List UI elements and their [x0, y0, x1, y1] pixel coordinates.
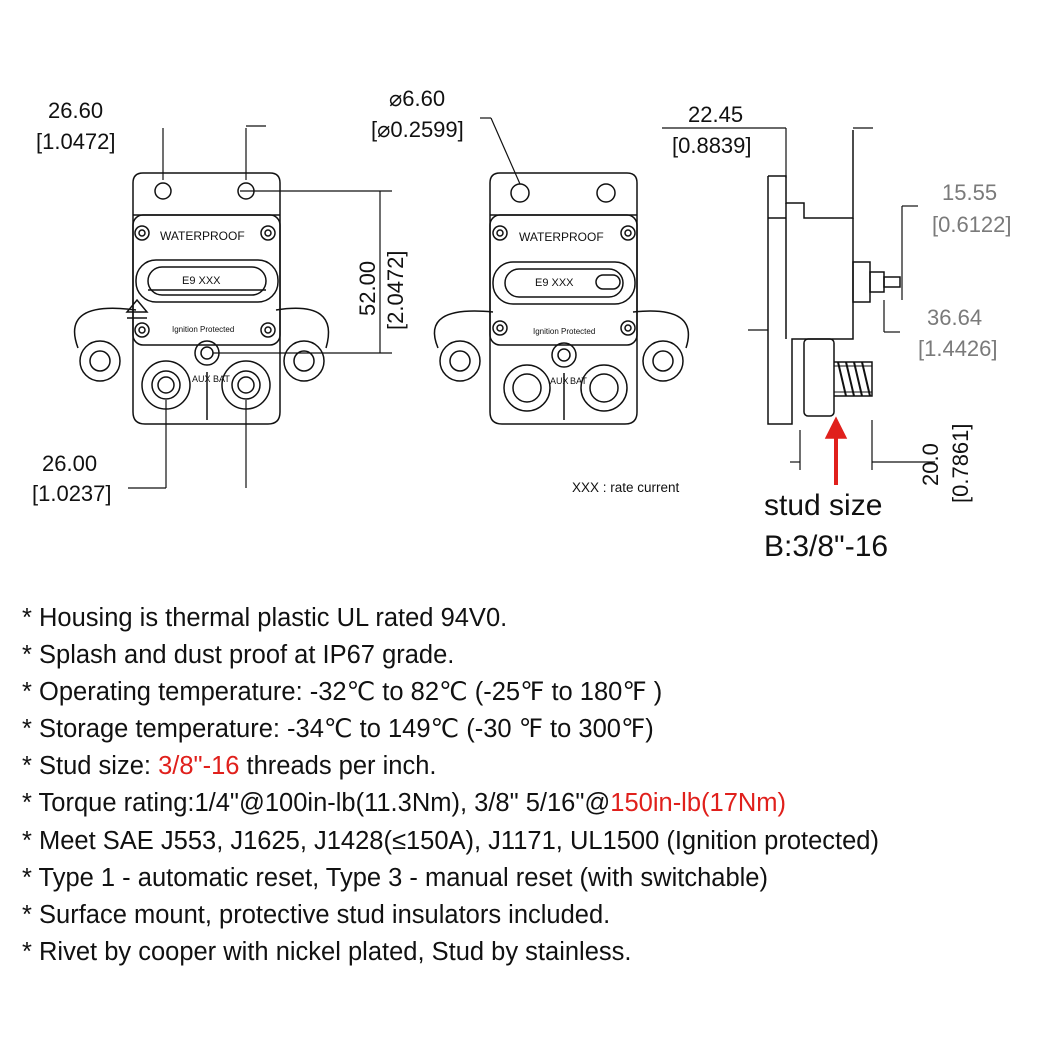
- front-top-dim-mm: 26.60: [48, 98, 104, 123]
- stud-size-value: B:3/8"-16: [764, 530, 889, 563]
- front-waterproof-label: WATERPROOF: [160, 229, 245, 243]
- front-top-dim-in: [1.0472]: [36, 129, 116, 154]
- spec-text: * Operating temperature: -32℃ to 82℃ (-2…: [22, 678, 663, 707]
- technical-drawing: [73, 117, 935, 489]
- spec-highlight: 3/8"-16: [158, 752, 240, 781]
- front-height-dim-mm: 52.00: [355, 260, 380, 316]
- body-dim-in: [1.4426]: [918, 336, 998, 361]
- stud-size-label: stud size: [764, 489, 883, 522]
- side-view-drawing: [662, 127, 935, 470]
- spec-text: * Type 1 - automatic reset, Type 3 - man…: [22, 863, 768, 892]
- front-bottom-dim-mm: 26.00: [42, 451, 98, 476]
- rate-current-note: XXX : rate current: [572, 480, 680, 495]
- spec-text: * Splash and dust proof at IP67 grade.: [22, 641, 455, 670]
- button-dim-in: [0.6122]: [932, 212, 1012, 237]
- front-bat-letters: BAT: [213, 374, 230, 384]
- spec-text: threads per inch.: [239, 752, 437, 781]
- middle-ignition-label: Ignition Protected: [533, 327, 596, 336]
- front-bottom-dim-in: [1.0237]: [32, 481, 112, 506]
- spec-text: * Stud size:: [22, 752, 159, 781]
- front-aux-letters: AUX: [192, 374, 211, 384]
- button-dim-mm: 15.55: [942, 180, 998, 205]
- spec-text: * Torque rating:1/4"@100in-lb(11.3Nm), 3…: [22, 789, 611, 818]
- spec-item: * Rivet by cooper with nickel plated, St…: [22, 934, 879, 971]
- front-ignition-label: Ignition Protected: [172, 325, 235, 334]
- front-rating-label: E9 XXX: [182, 275, 221, 287]
- hole-dim-in: [⌀0.2599]: [371, 117, 464, 142]
- spec-text: * Rivet by cooper with nickel plated, St…: [22, 937, 632, 966]
- spec-highlight: 150in-lb(17Nm): [610, 789, 787, 818]
- middle-bat-letters: BAT: [570, 376, 587, 386]
- spec-item: * Stud size: 3/8"-16 threads per inch.: [22, 748, 879, 785]
- spec-item: * Storage temperature: -34℃ to 149℃ (-30…: [22, 711, 879, 748]
- front-view-drawing: [73, 125, 392, 489]
- spec-item: * Operating temperature: -32℃ to 82℃ (-2…: [22, 674, 879, 711]
- spec-item: * Splash and dust proof at IP67 grade.: [22, 637, 879, 674]
- stud-dim-mm: 20.0: [918, 443, 943, 486]
- spec-text: * Meet SAE J553, J1625, J1428(≤150A), J1…: [22, 826, 879, 855]
- middle-rating-label: E9 XXX: [535, 277, 574, 289]
- spec-text: * Housing is thermal plastic UL rated 94…: [22, 604, 508, 632]
- spec-item: * Type 1 - automatic reset, Type 3 - man…: [22, 860, 879, 897]
- depth-dim-in: [0.8839]: [672, 133, 752, 158]
- spec-item: * Surface mount, protective stud insulat…: [22, 897, 879, 934]
- depth-dim-mm: 22.45: [688, 102, 744, 127]
- spec-text: * Storage temperature: -34℃ to 149℃ (-30…: [22, 715, 654, 744]
- spec-item: * Meet SAE J553, J1625, J1428(≤150A), J1…: [22, 823, 879, 860]
- stud-arrow: [824, 416, 848, 485]
- spec-list: * Housing is thermal plastic UL rated 94…: [22, 600, 879, 971]
- middle-waterproof-label: WATERPROOF: [519, 230, 604, 244]
- spec-text: * Surface mount, protective stud insulat…: [22, 900, 611, 929]
- middle-aux-letters: AUX: [550, 376, 569, 386]
- front-height-dim-in: [2.0472]: [383, 250, 408, 330]
- hole-dim-mm: ⌀6.60: [389, 86, 446, 111]
- stud-dim-in: [0.7861]: [948, 423, 973, 503]
- middle-view-drawing: [433, 117, 690, 425]
- spec-item: * Torque rating:1/4"@100in-lb(11.3Nm), 3…: [22, 785, 879, 822]
- body-dim-mm: 36.64: [927, 305, 983, 330]
- spec-item: * Housing is thermal plastic UL rated 94…: [22, 600, 879, 637]
